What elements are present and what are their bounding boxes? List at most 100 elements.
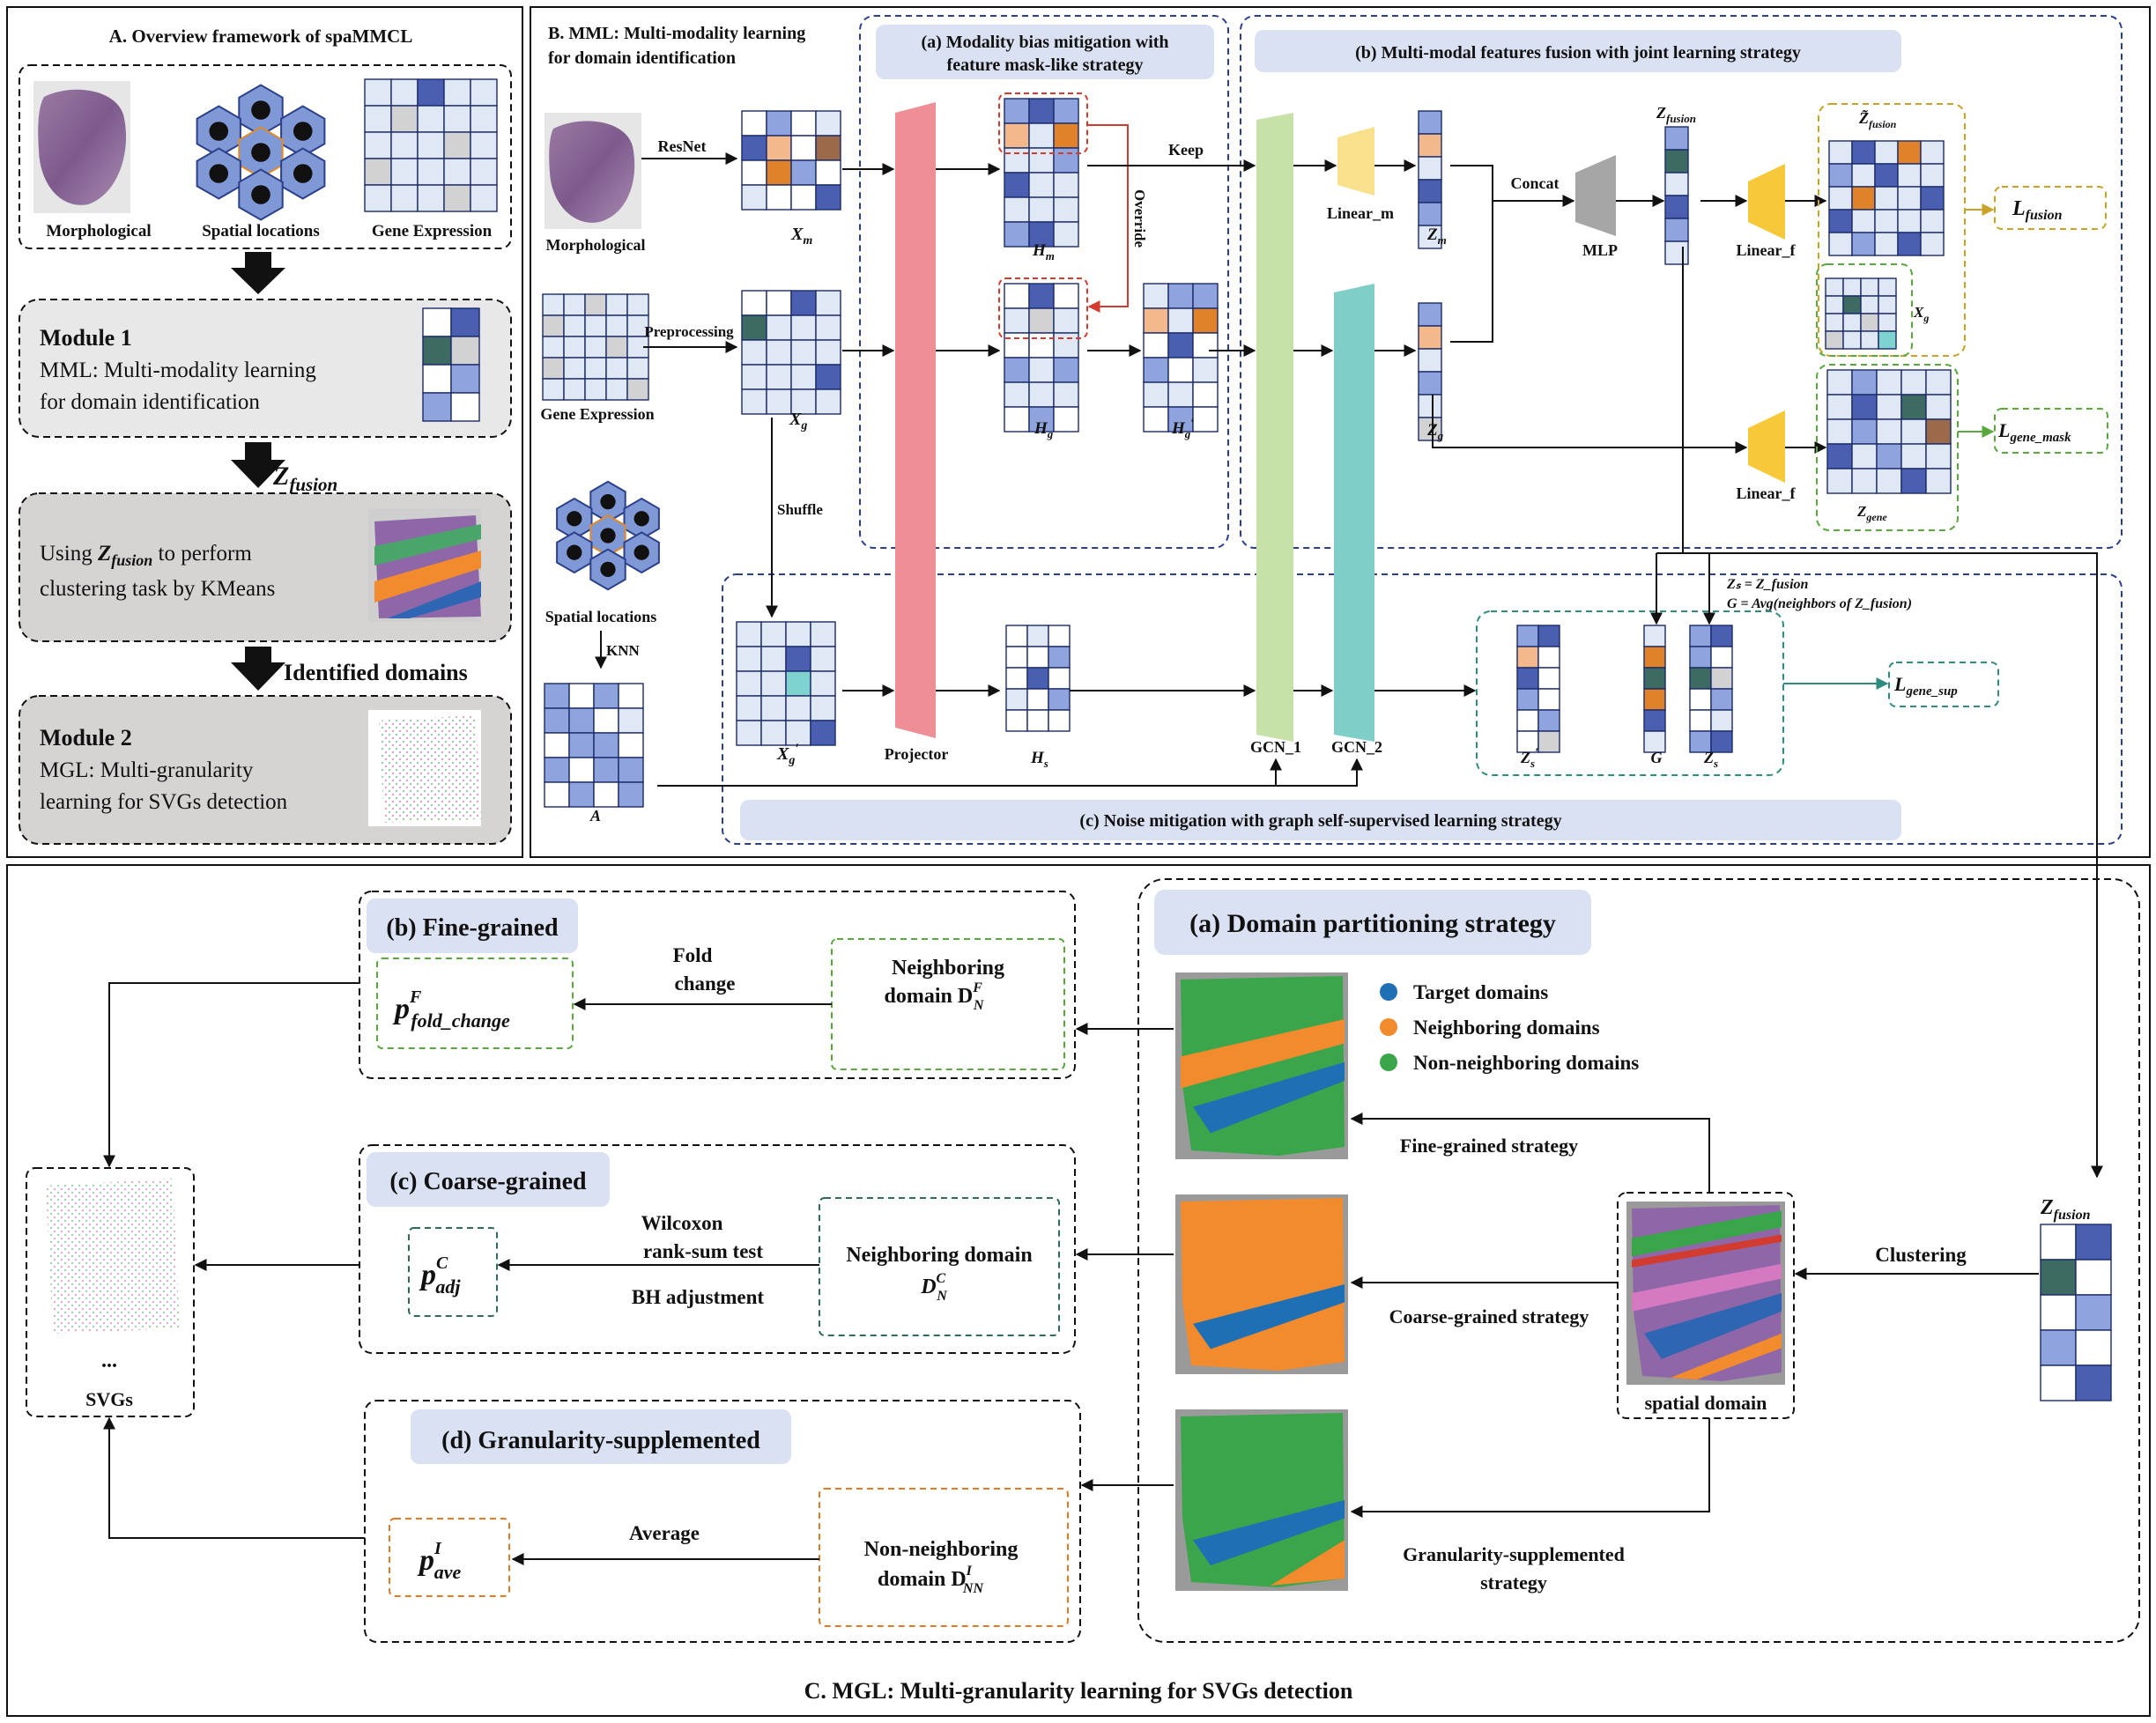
neighboring-domain-f-line1: Neighboring (892, 957, 1004, 980)
zfusion-grid-icon (422, 307, 480, 422)
legend-non-neighboring-label: Non-neighboring domains (1413, 1052, 1639, 1074)
l-gene-mask-box (1994, 408, 2108, 454)
label-mlp: MLP (1582, 241, 1618, 259)
label-linear-f-top: Linear_f (1737, 241, 1797, 259)
linear-f-bottom-block (1748, 410, 1785, 483)
panel-c-frame (6, 864, 2151, 1717)
gran-title: (d) Granularity-supplemented (441, 1427, 760, 1454)
loss-gene-sup: Lgene_sup (1893, 673, 1958, 699)
label-projector: Projector (885, 745, 949, 763)
module1-box (19, 299, 512, 438)
linear-f-top-block (1748, 164, 1785, 240)
zfusion-label: Zfusion (272, 462, 337, 495)
fine-grained-title: (b) Fine-grained (386, 914, 559, 942)
wilcoxon-line1: Wilcoxon (641, 1212, 723, 1234)
symbol-Zs: Zs (1703, 749, 1718, 770)
morphological-image (545, 113, 641, 229)
hg-mask-highlight (998, 277, 1088, 339)
gran-header (411, 1409, 791, 1464)
panel-b-title-1: B. MML: Multi-modality learning (548, 24, 805, 43)
down-arrow-2 (231, 442, 285, 488)
l-fusion-box (1994, 186, 2107, 230)
panel-b-frame (530, 6, 2151, 858)
section-c-header (740, 800, 1901, 840)
loss-fusion: Lfusion (2012, 197, 2063, 223)
gcn2-block (1334, 284, 1374, 742)
zs-prime-column (1516, 625, 1560, 753)
label-gcn1: GCN_1 (1250, 738, 1301, 756)
domain-partitioning-box (1137, 878, 2140, 1643)
section-a-header (876, 25, 1214, 79)
fine-grained-header (367, 898, 578, 953)
arrow-gran-to-svgs (103, 1416, 365, 1539)
hs-grid (1005, 625, 1071, 732)
neighboring-domain-c-line1: Neighboring domain (846, 1244, 1032, 1267)
identified-domains-label: Identified domains (284, 660, 468, 685)
label-linear-f-bottom: Linear_f (1737, 484, 1797, 502)
panel-a-frame (6, 6, 523, 858)
hg-grid (1004, 283, 1079, 433)
label-keep: Keep (1168, 141, 1204, 159)
domain-partitioning-header (1154, 890, 1591, 955)
legend-non-neighboring-dot (1380, 1054, 1397, 1071)
spatial-locations-hex-icon (556, 480, 660, 591)
zgene-box (1816, 364, 1959, 531)
non-neighboring-line1: Non-neighboring (864, 1538, 1019, 1561)
zfusion-tilde-box (1818, 103, 1966, 357)
section-b-box (1240, 15, 2123, 549)
coarse-strategy-label: Coarse-grained strategy (1389, 1305, 1589, 1327)
coarse-grained-header (367, 1152, 610, 1207)
symbol-Xg-right: Xg (1913, 304, 1929, 324)
wilcoxon-line2: rank-sum test (643, 1240, 763, 1262)
zfusion-column (1664, 126, 1689, 265)
symbol-Xg: Xg (789, 410, 807, 433)
zm-column (1418, 110, 1442, 249)
symbol-Hg-prime: Hg′ (1171, 417, 1195, 440)
label-preprocessing: Preprocessing (644, 323, 734, 340)
section-c-box (722, 573, 2123, 845)
concat-lines (1450, 165, 1572, 343)
spatial-domain-label: spatial domain (1645, 1392, 1767, 1414)
symbol-A: A (589, 807, 601, 825)
section-a-line2: feature mask-like strategy (947, 55, 1144, 75)
cluster-line2: clustering task by KMeans (40, 577, 275, 601)
svgs-ellipsis: ... (101, 1350, 117, 1372)
adjacency-matrix-grid (544, 683, 644, 808)
label-override: Override (1131, 189, 1148, 248)
granularity-supplemented-tissue-image (1175, 1409, 1348, 1591)
zfusion-down-lines (1656, 247, 1709, 554)
symbol-Xm: Xm (790, 225, 812, 248)
symbol-Zgene: Zgene (1856, 503, 1887, 523)
legend-neighboring-label: Neighboring domains (1413, 1017, 1600, 1039)
panel-a-title: A. Overview framework of spaMMCL (109, 26, 413, 47)
section-b-header (1255, 30, 1901, 72)
label-linear-m: Linear_m (1327, 204, 1394, 222)
label-concat: Concat (1511, 174, 1560, 192)
l-gene-sup-box (1888, 662, 1999, 707)
svg-thumbnail-a (368, 710, 481, 826)
symbol-Zfusion: Zfusion (1656, 104, 1696, 125)
fine-strategy-label: Fine-grained strategy (1400, 1135, 1578, 1157)
fine-grained-box (359, 891, 1076, 1079)
hm-mask-highlight (998, 92, 1088, 154)
xm-feature-grid (741, 110, 841, 211)
module1-title: Module 1 (40, 325, 132, 351)
fold-change-line1: Fold (673, 944, 713, 966)
morphology-thumbnail (33, 81, 130, 213)
hm-grid (1004, 98, 1079, 248)
legend-target-dot (1380, 983, 1397, 1001)
module1-line1: MML: Multi-modality learning (40, 359, 316, 382)
cluster-line1: Using Zfusion to perform (40, 542, 252, 569)
down-arrow-1 (231, 252, 285, 294)
section-a-line1: (a) Modality bias mitigation with (921, 33, 1168, 52)
section-c-title: (c) Noise mitigation with graph self-sup… (1079, 811, 1561, 831)
clustering-label: Clustering (1875, 1244, 1967, 1266)
label-gene-expression: Gene Expression (540, 405, 654, 423)
symbol-Zm: Zm (1426, 226, 1447, 247)
down-arrow-3 (231, 647, 285, 691)
coarse-grained-title: (c) Coarse-grained (389, 1168, 587, 1195)
